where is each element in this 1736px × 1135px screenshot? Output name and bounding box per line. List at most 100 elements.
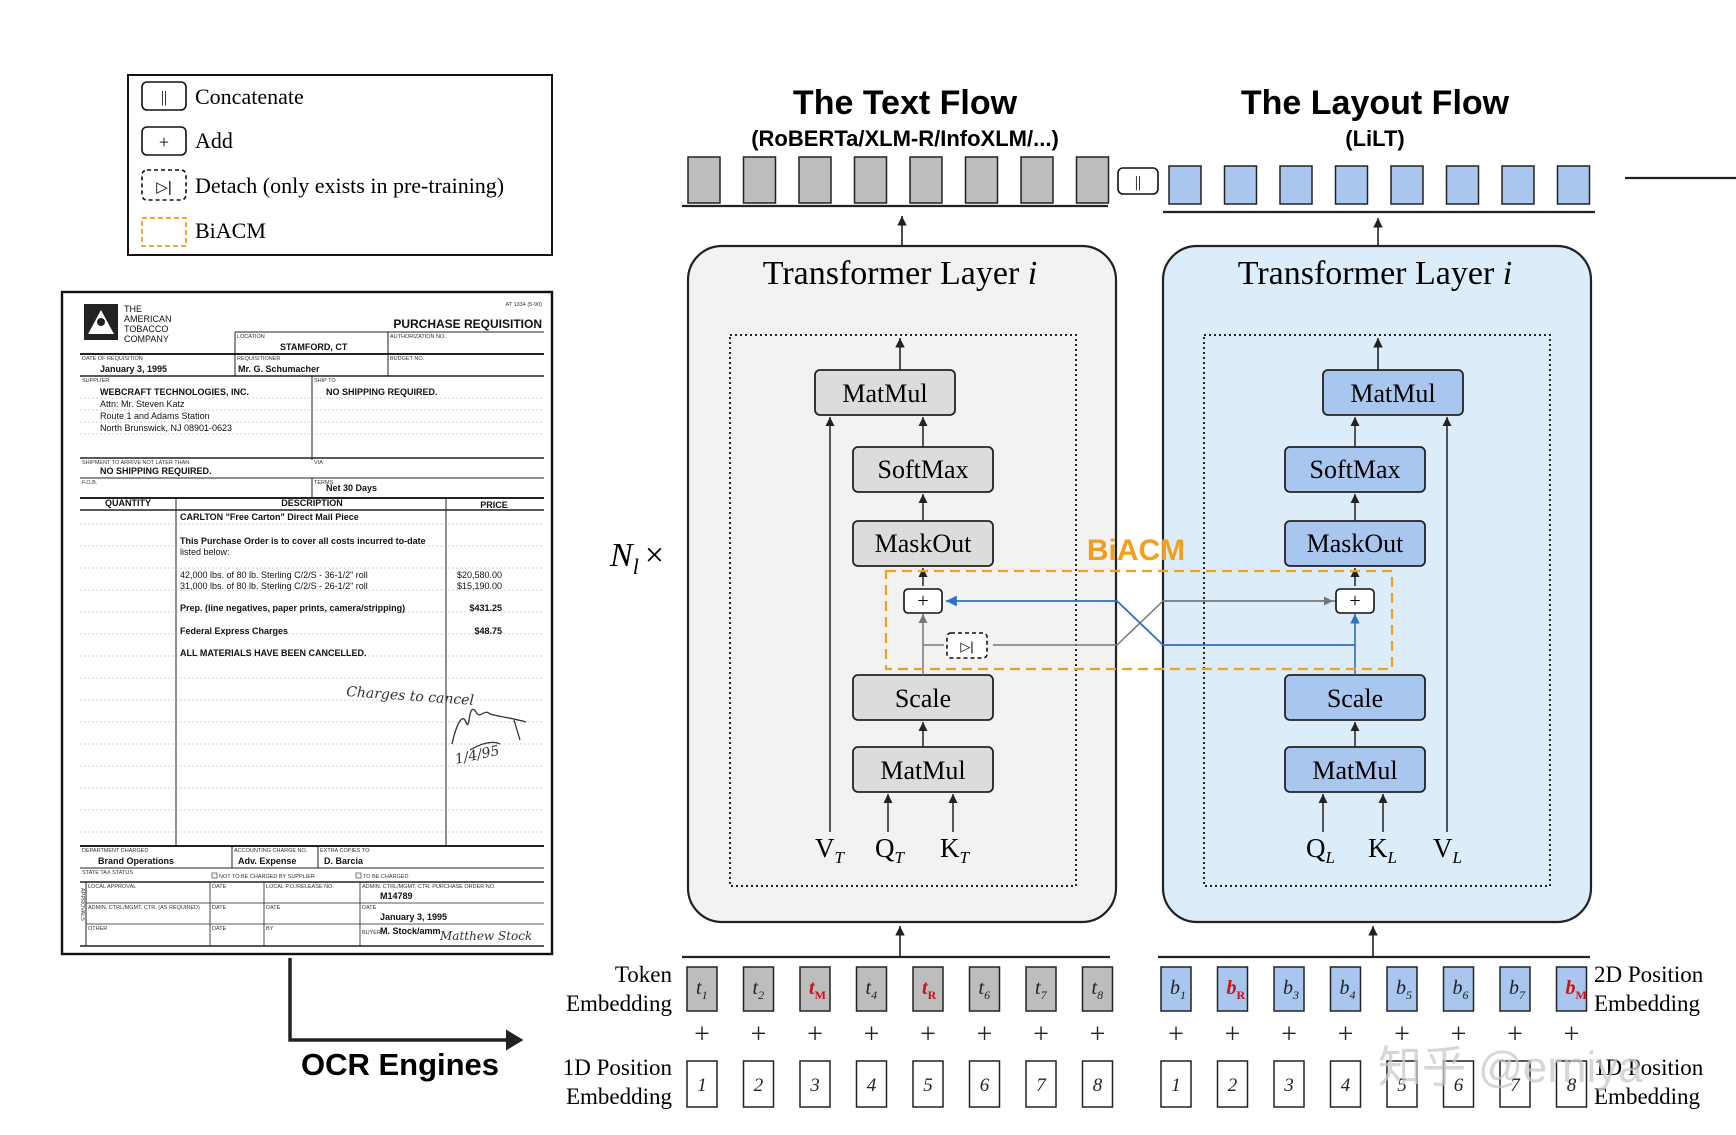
layout-plus-sign: +	[1281, 1019, 1297, 1050]
text-plus-sign: +	[977, 1019, 993, 1050]
description-line8: ALL MATERIALS HAVE BEEN CANCELLED.	[180, 648, 367, 658]
other-date-caption: DATE	[212, 926, 227, 932]
concatenate-icon-main	[1117, 167, 1159, 195]
local-po-caption: LOCAL P.O./RELEASE NO.	[266, 884, 334, 890]
layout-attention-dotted-box	[1203, 334, 1551, 887]
text-v-label: VT	[815, 833, 846, 867]
text-position-label: 7	[1036, 1075, 1047, 1096]
text-token-block	[1025, 966, 1057, 1012]
text-position-label: 2	[754, 1075, 764, 1096]
layout-matmul-top	[1322, 369, 1464, 416]
text-output-block	[742, 156, 777, 204]
text-token-block	[855, 966, 888, 1012]
date-caption: DATE OF REQUISITION	[82, 356, 143, 362]
text-attention-dotted-box	[729, 334, 1077, 887]
description-line7: Federal Express Charges	[180, 626, 288, 636]
buyer-value: M. Stock/amm	[380, 926, 441, 936]
layout-add-node-icon	[1335, 588, 1375, 614]
layout-position-label: 6	[1454, 1075, 1464, 1096]
repeat-count-label: Nl×	[609, 537, 664, 579]
layout-add-row: ++++++++	[1168, 1019, 1579, 1050]
legend-detach-label: Detach (only exists in pre-training)	[195, 173, 504, 198]
detach-symbol: ▷|	[156, 179, 171, 196]
text-position-block	[912, 1060, 944, 1108]
detach-node-symbol: ▷|	[960, 639, 973, 654]
text-token-block	[968, 966, 1001, 1012]
text-output-block	[798, 156, 832, 204]
text-position-block	[686, 1060, 718, 1108]
biacm-region	[884, 569, 1394, 671]
layout-token-label: bM	[1566, 977, 1587, 1002]
concatenate-icon	[141, 81, 187, 111]
po-number: M14789	[380, 891, 413, 901]
text-token-block	[686, 966, 718, 1012]
text-output-block	[687, 156, 721, 204]
layout-plus-sign: +	[1338, 1019, 1354, 1050]
pos2d-label-line1: 2D Position	[1594, 962, 1704, 987]
add-icon	[141, 126, 187, 156]
text-position-label: 3	[809, 1075, 820, 1096]
text-plus-sign: +	[1090, 1019, 1106, 1050]
layout-token-block	[1216, 966, 1249, 1012]
layout-position-block	[1386, 1060, 1418, 1108]
description-line3: listed below:	[180, 547, 230, 557]
text-transformer-panel	[686, 244, 1118, 924]
department-caption: DEPARTMENT CHARGED	[82, 848, 148, 854]
company-logo-icon	[84, 304, 118, 340]
text-token-label: t8	[1092, 977, 1104, 1002]
text-add-row: ++++++++	[694, 1019, 1105, 1050]
layout-layer-title: Transformer Layer i	[1238, 255, 1512, 292]
text-plus-sign: +	[920, 1019, 936, 1050]
quantity-column-header: QUANTITY	[105, 498, 151, 508]
supplier-line1: WEBCRAFT TECHNOLOGIES, INC.	[100, 387, 249, 397]
layout-flow-title: The Layout Flow	[1241, 84, 1510, 122]
layout-plus-sign: +	[1507, 1019, 1523, 1050]
layout-token-block	[1442, 966, 1475, 1012]
layout-matmul-bottom-label: MatMul	[1312, 756, 1397, 785]
layout-add-node-symbol: +	[1349, 590, 1360, 612]
legend: || Concatenate + Add ▷| Detach (only exi…	[127, 74, 553, 256]
text-add-node-icon	[903, 588, 943, 614]
text-position-block	[742, 1060, 775, 1108]
layout-softmax-label: SoftMax	[1310, 455, 1401, 484]
price-line7: $48.75	[474, 626, 502, 636]
supplier-caption: SUPPLIER	[82, 378, 109, 384]
text-token-label: t4	[866, 977, 878, 1002]
budget-caption: BUDGET NO.	[390, 356, 425, 362]
layout-token-block	[1160, 966, 1192, 1012]
not-charged-checkbox-icon	[211, 872, 218, 879]
layout-position-block	[1329, 1060, 1362, 1108]
description-line5: 31,000 lbs. of 80 lb. Sterling C/2/S - 2…	[180, 581, 368, 591]
description-line1: CARLTON "Free Carton" Direct Mail Piece	[180, 512, 359, 522]
text-maskout-label: MaskOut	[875, 529, 973, 558]
local-approval-caption: LOCAL APPROVAL	[88, 884, 136, 890]
logo-text-line1: THE	[124, 304, 142, 314]
text-softmax-label: SoftMax	[878, 455, 969, 484]
requisitioner-caption: REQUISITIONER	[237, 356, 280, 362]
text-output-block	[909, 156, 943, 204]
layout-output-blocks	[1168, 165, 1591, 205]
layout-output-block	[1223, 165, 1258, 205]
text-plus-sign: +	[807, 1019, 823, 1050]
state-tax-caption: STATE TAX STATUS	[82, 870, 133, 876]
logo-text-line3: TOBACCO	[124, 324, 168, 334]
layout-position-label: 5	[1397, 1075, 1407, 1096]
text-plus-sign: +	[1033, 1019, 1049, 1050]
account-caption: ACCOUNTING CHARGE NO.	[234, 848, 308, 854]
shipment-caption: SHIPMENT TO ARRIVE NOT LATER THAN	[82, 460, 189, 466]
text-add-node-symbol: +	[917, 590, 928, 612]
layout-position-label: 1	[1171, 1075, 1181, 1096]
layout-token-label: b1	[1170, 977, 1186, 1002]
concatenate-symbol-main: ||	[1135, 174, 1141, 191]
pos1d-left-label-line2: Embedding	[566, 1084, 673, 1109]
text-plus-sign: +	[694, 1019, 710, 1050]
detach-node-icon	[946, 632, 988, 659]
layout-position-label: 4	[1341, 1075, 1351, 1096]
text-position-block	[968, 1060, 1001, 1108]
handwritten-signature-icon	[451, 708, 527, 751]
layout-output-block	[1445, 165, 1480, 205]
shipment-value: NO SHIPPING REQUIRED.	[100, 466, 212, 476]
price-line4: $20,580.00	[457, 570, 502, 580]
